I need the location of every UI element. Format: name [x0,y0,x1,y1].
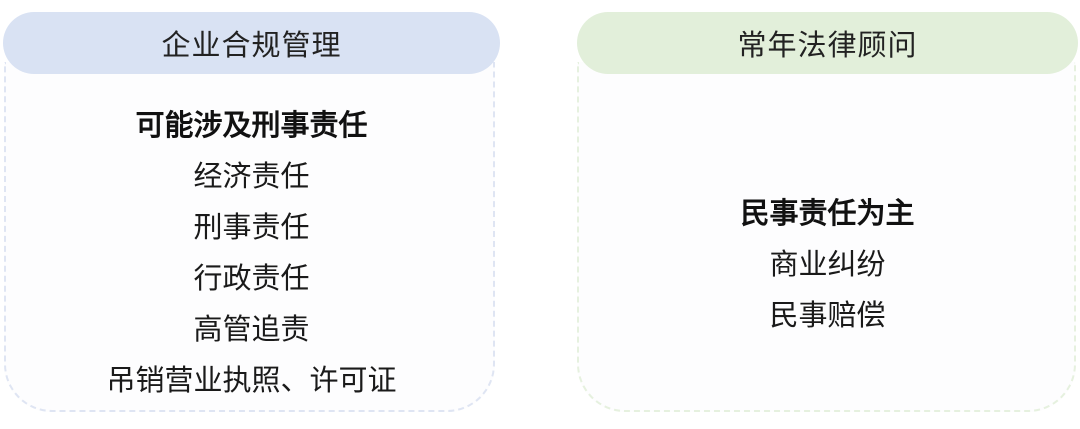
card-title: 常年法律顾问 [737,28,918,62]
card-header: 常年法律顾问 [577,12,1078,74]
list-item: 吊销营业执照、许可证 [106,363,397,397]
card-header: 企业合规管理 [3,12,500,74]
card-items: 可能涉及刑事责任 经济责任 刑事责任 行政责任 高管追责 吊销营业执照、许可证 [3,100,500,406]
card-title: 企业合规管理 [161,28,342,62]
list-item: 经济责任 [193,159,310,193]
list-item: 民事赔偿 [769,298,886,332]
list-item: 高管追责 [193,312,310,346]
list-item: 行政责任 [193,261,310,295]
card-heading: 可能涉及刑事责任 [135,108,368,142]
card-body [4,62,495,412]
card-items: 民事责任为主 商业纠纷 民事赔偿 [577,188,1078,341]
list-item: 刑事责任 [193,210,310,244]
list-item: 商业纠纷 [769,247,886,281]
card-body [577,62,1076,412]
card-heading: 民事责任为主 [740,196,915,230]
